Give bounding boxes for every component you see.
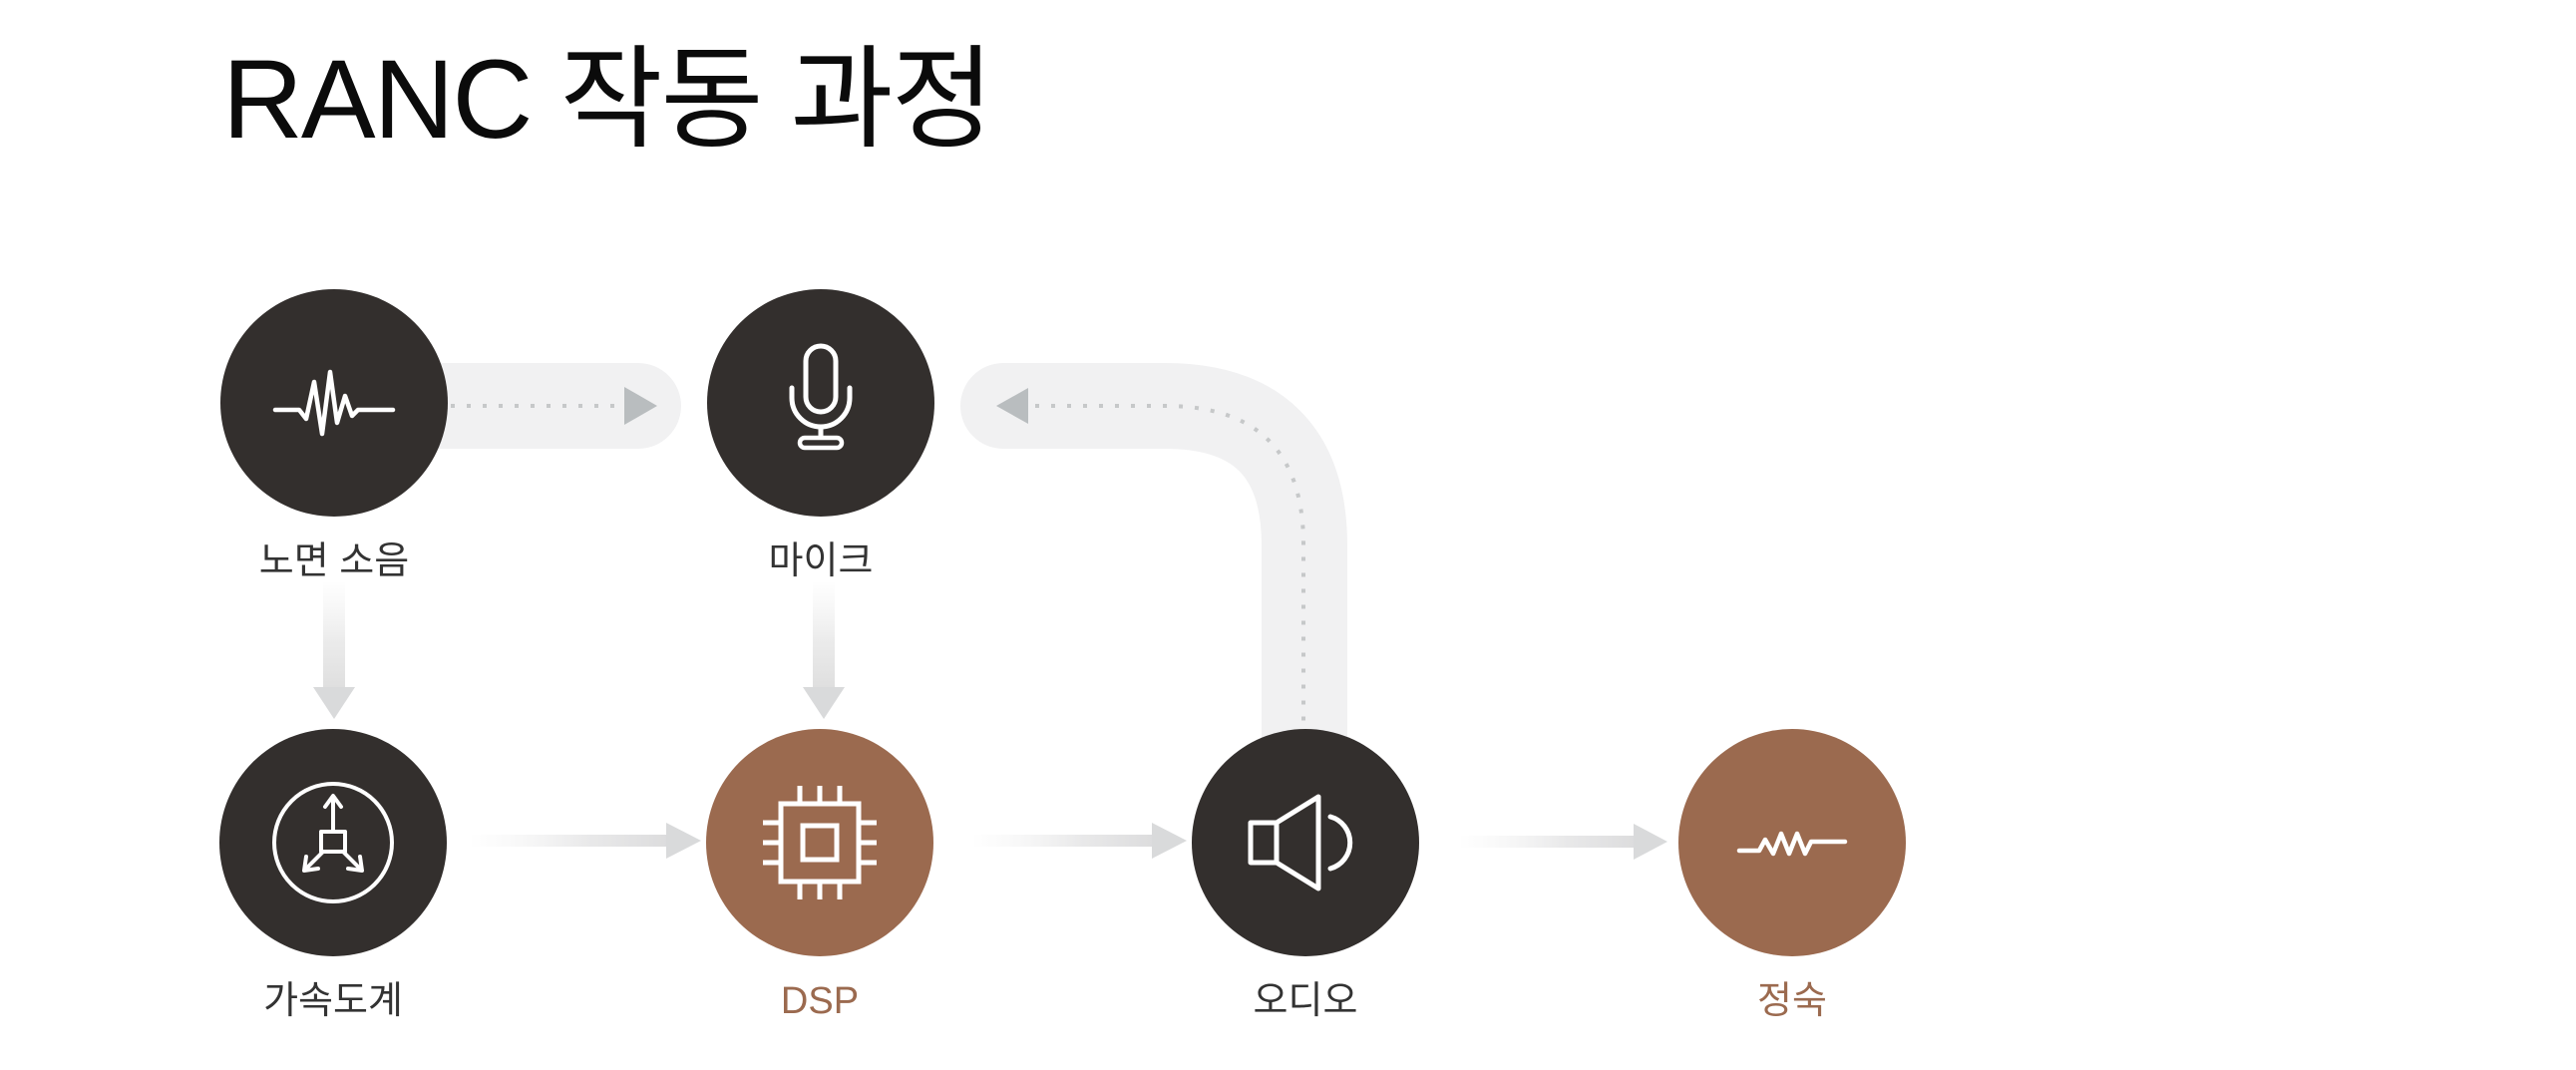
node-quiet: 정숙 [1678, 729, 1906, 1023]
arrow-dsp-to-audio [974, 823, 1187, 859]
node-quiet-circle [1678, 729, 1906, 956]
accelerometer-icon [272, 782, 394, 903]
node-microphone-circle [707, 289, 934, 517]
node-road-noise-label: 노면 소음 [258, 540, 410, 582]
node-road-noise: 노면 소음 [220, 289, 448, 583]
arrow-accelerometer-to-dsp [472, 823, 701, 859]
node-accelerometer-label: 가속도계 [263, 980, 403, 1022]
track-audio-to-mic [960, 363, 1347, 799]
speaker-icon [1248, 794, 1353, 892]
node-microphone-label: 마이크 [768, 540, 874, 582]
node-audio-label: 오디오 [1253, 980, 1358, 1022]
node-dsp-circle [706, 729, 933, 956]
arrow-road-noise-to-accelerometer [313, 582, 355, 719]
node-audio-circle [1192, 729, 1419, 956]
arrowhead-audio-to-mic [996, 388, 1028, 424]
node-dsp: DSP [706, 729, 933, 1023]
chip-icon [763, 786, 877, 899]
node-accelerometer-circle [219, 729, 447, 956]
node-accelerometer: 가속도계 [219, 729, 447, 1023]
page-title: RANC 작동 과정 [222, 37, 994, 162]
node-road-noise-circle [220, 289, 448, 517]
dotted-line-audio-to-mic [1035, 404, 1305, 725]
node-microphone: 마이크 [707, 289, 934, 583]
flat-wave-icon [1736, 831, 1848, 857]
node-dsp-label: DSP [780, 980, 860, 1022]
arrow-mic-to-dsp [803, 582, 845, 719]
waveform-icon [272, 369, 396, 437]
microphone-icon [789, 343, 853, 451]
arrowhead-road-noise-to-mic [624, 387, 657, 425]
node-audio: 오디오 [1192, 729, 1419, 1023]
node-quiet-label: 정숙 [1757, 980, 1827, 1022]
arrow-audio-to-quiet [1461, 824, 1667, 860]
